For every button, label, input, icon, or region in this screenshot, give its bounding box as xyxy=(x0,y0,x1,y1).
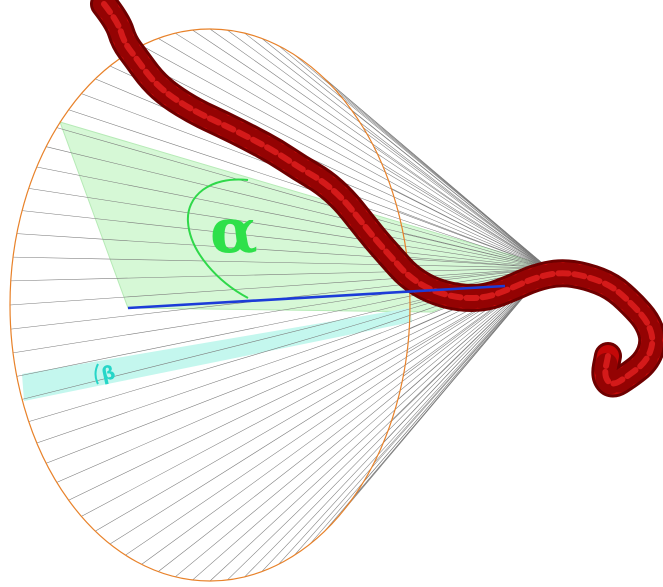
cone-ray xyxy=(12,256,549,269)
cone-ray xyxy=(158,267,549,572)
cone-ray xyxy=(192,267,549,581)
cone-ray xyxy=(373,146,549,269)
alpha-angle-sector xyxy=(59,121,550,313)
cone-ray xyxy=(9,267,549,306)
cone-ray xyxy=(383,166,549,269)
beta-label: β xyxy=(99,362,117,386)
cone-ray xyxy=(141,267,549,565)
cone-ray xyxy=(141,45,549,269)
cone-ray xyxy=(403,233,549,269)
cone-ray xyxy=(227,29,549,269)
alpha-arc xyxy=(186,178,249,299)
cone-ray xyxy=(261,267,549,572)
cone-ray xyxy=(324,267,549,532)
helix-highlight xyxy=(101,1,656,387)
cone-ray xyxy=(158,38,549,269)
cone-ray xyxy=(28,188,549,269)
cone-ray xyxy=(175,267,549,578)
beta-tick xyxy=(94,363,99,385)
cone-ray xyxy=(192,29,549,269)
cone-ray xyxy=(109,267,549,545)
cone-ray xyxy=(244,32,549,269)
cone-ray xyxy=(56,127,549,269)
beta-angle-band xyxy=(22,308,412,401)
axis-line xyxy=(127,284,506,310)
cone-ray xyxy=(10,267,549,282)
cone-ray xyxy=(12,267,549,354)
cone-ray xyxy=(46,146,549,269)
cone-ray xyxy=(309,267,549,545)
cone-ray xyxy=(16,233,549,269)
cone-ray xyxy=(36,166,549,269)
cone-ray xyxy=(338,93,549,269)
cone-ray xyxy=(406,256,549,269)
cone-ray xyxy=(278,267,549,565)
red-helix-tube xyxy=(90,0,663,398)
alpha-label: α xyxy=(210,194,258,267)
cone-ray xyxy=(324,78,549,269)
cone-ray xyxy=(294,267,549,556)
cone-ray xyxy=(209,267,549,582)
cone-ray xyxy=(244,267,549,577)
cone-ray xyxy=(363,127,549,269)
cone-ray xyxy=(391,188,549,269)
cone-ray xyxy=(227,267,549,581)
cone-ray xyxy=(351,109,549,269)
cone-ray xyxy=(209,28,549,269)
cone-ray xyxy=(397,210,549,269)
cone-ray xyxy=(175,32,549,269)
cone-ray xyxy=(22,210,549,269)
cone-rim-ellipse xyxy=(9,28,411,582)
cone-ray xyxy=(125,267,549,556)
